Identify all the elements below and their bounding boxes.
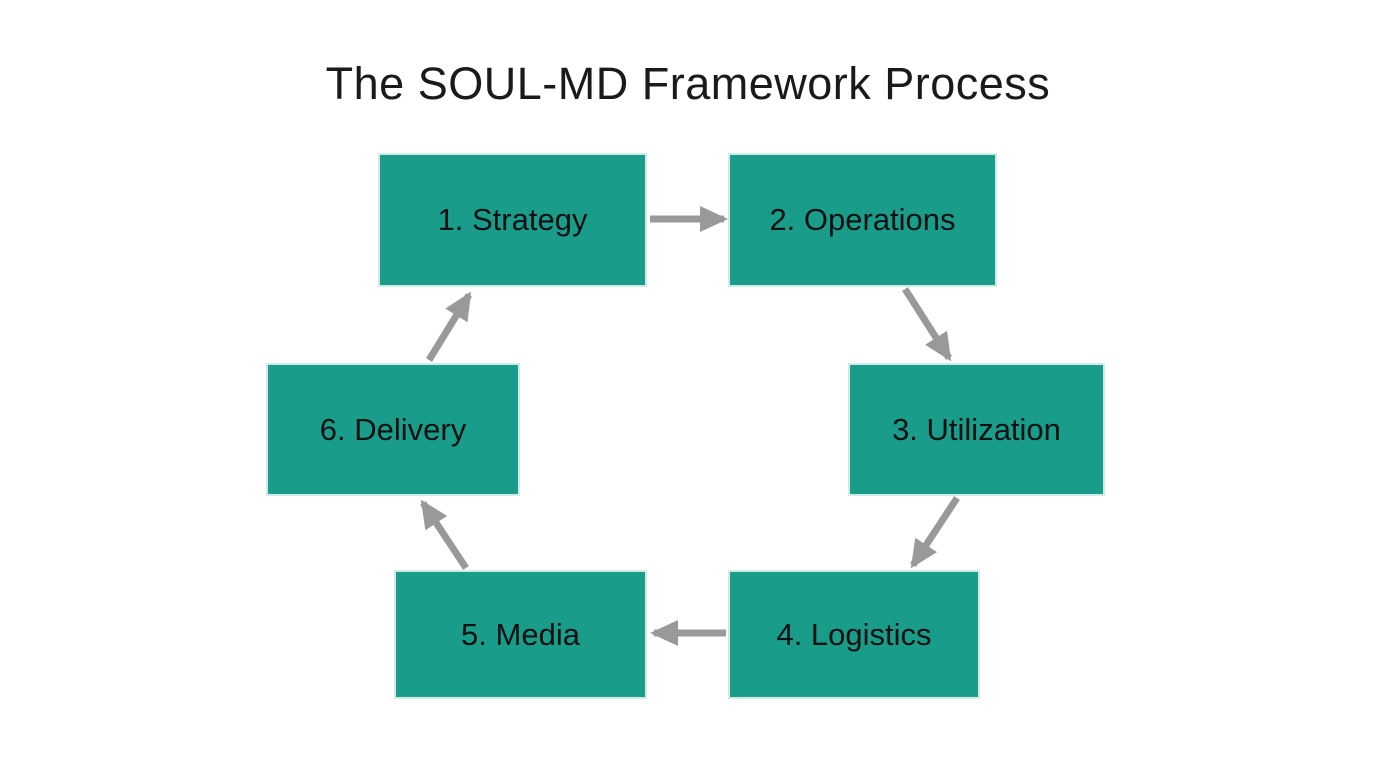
node-delivery: 6. Delivery (268, 365, 518, 494)
arrow-delivery-to-strategy-icon (426, 291, 472, 362)
node-utilization: 3. Utilization (850, 365, 1103, 494)
node-media: 5. Media (396, 572, 645, 697)
node-strategy: 1. Strategy (380, 155, 645, 285)
arrow-media-to-delivery-icon (420, 499, 469, 570)
node-logistics: 4. Logistics (730, 572, 978, 697)
node-strategy-label: 1. Strategy (437, 202, 588, 237)
node-operations-label: 2. Operations (769, 202, 956, 237)
node-media-label: 5. Media (461, 616, 580, 652)
node-delivery-label: 6. Delivery (319, 411, 467, 447)
node-operations: 2. Operations (730, 155, 995, 285)
node-logistics-label: 4. Logistics (776, 616, 932, 652)
arrow-utilization-to-logistics-icon (910, 496, 960, 569)
node-utilization-label: 3. Utilization (892, 411, 1061, 447)
arrow-operations-to-utilization-icon (902, 287, 952, 362)
diagram-title: The SOUL-MD Framework Process (325, 58, 1051, 109)
